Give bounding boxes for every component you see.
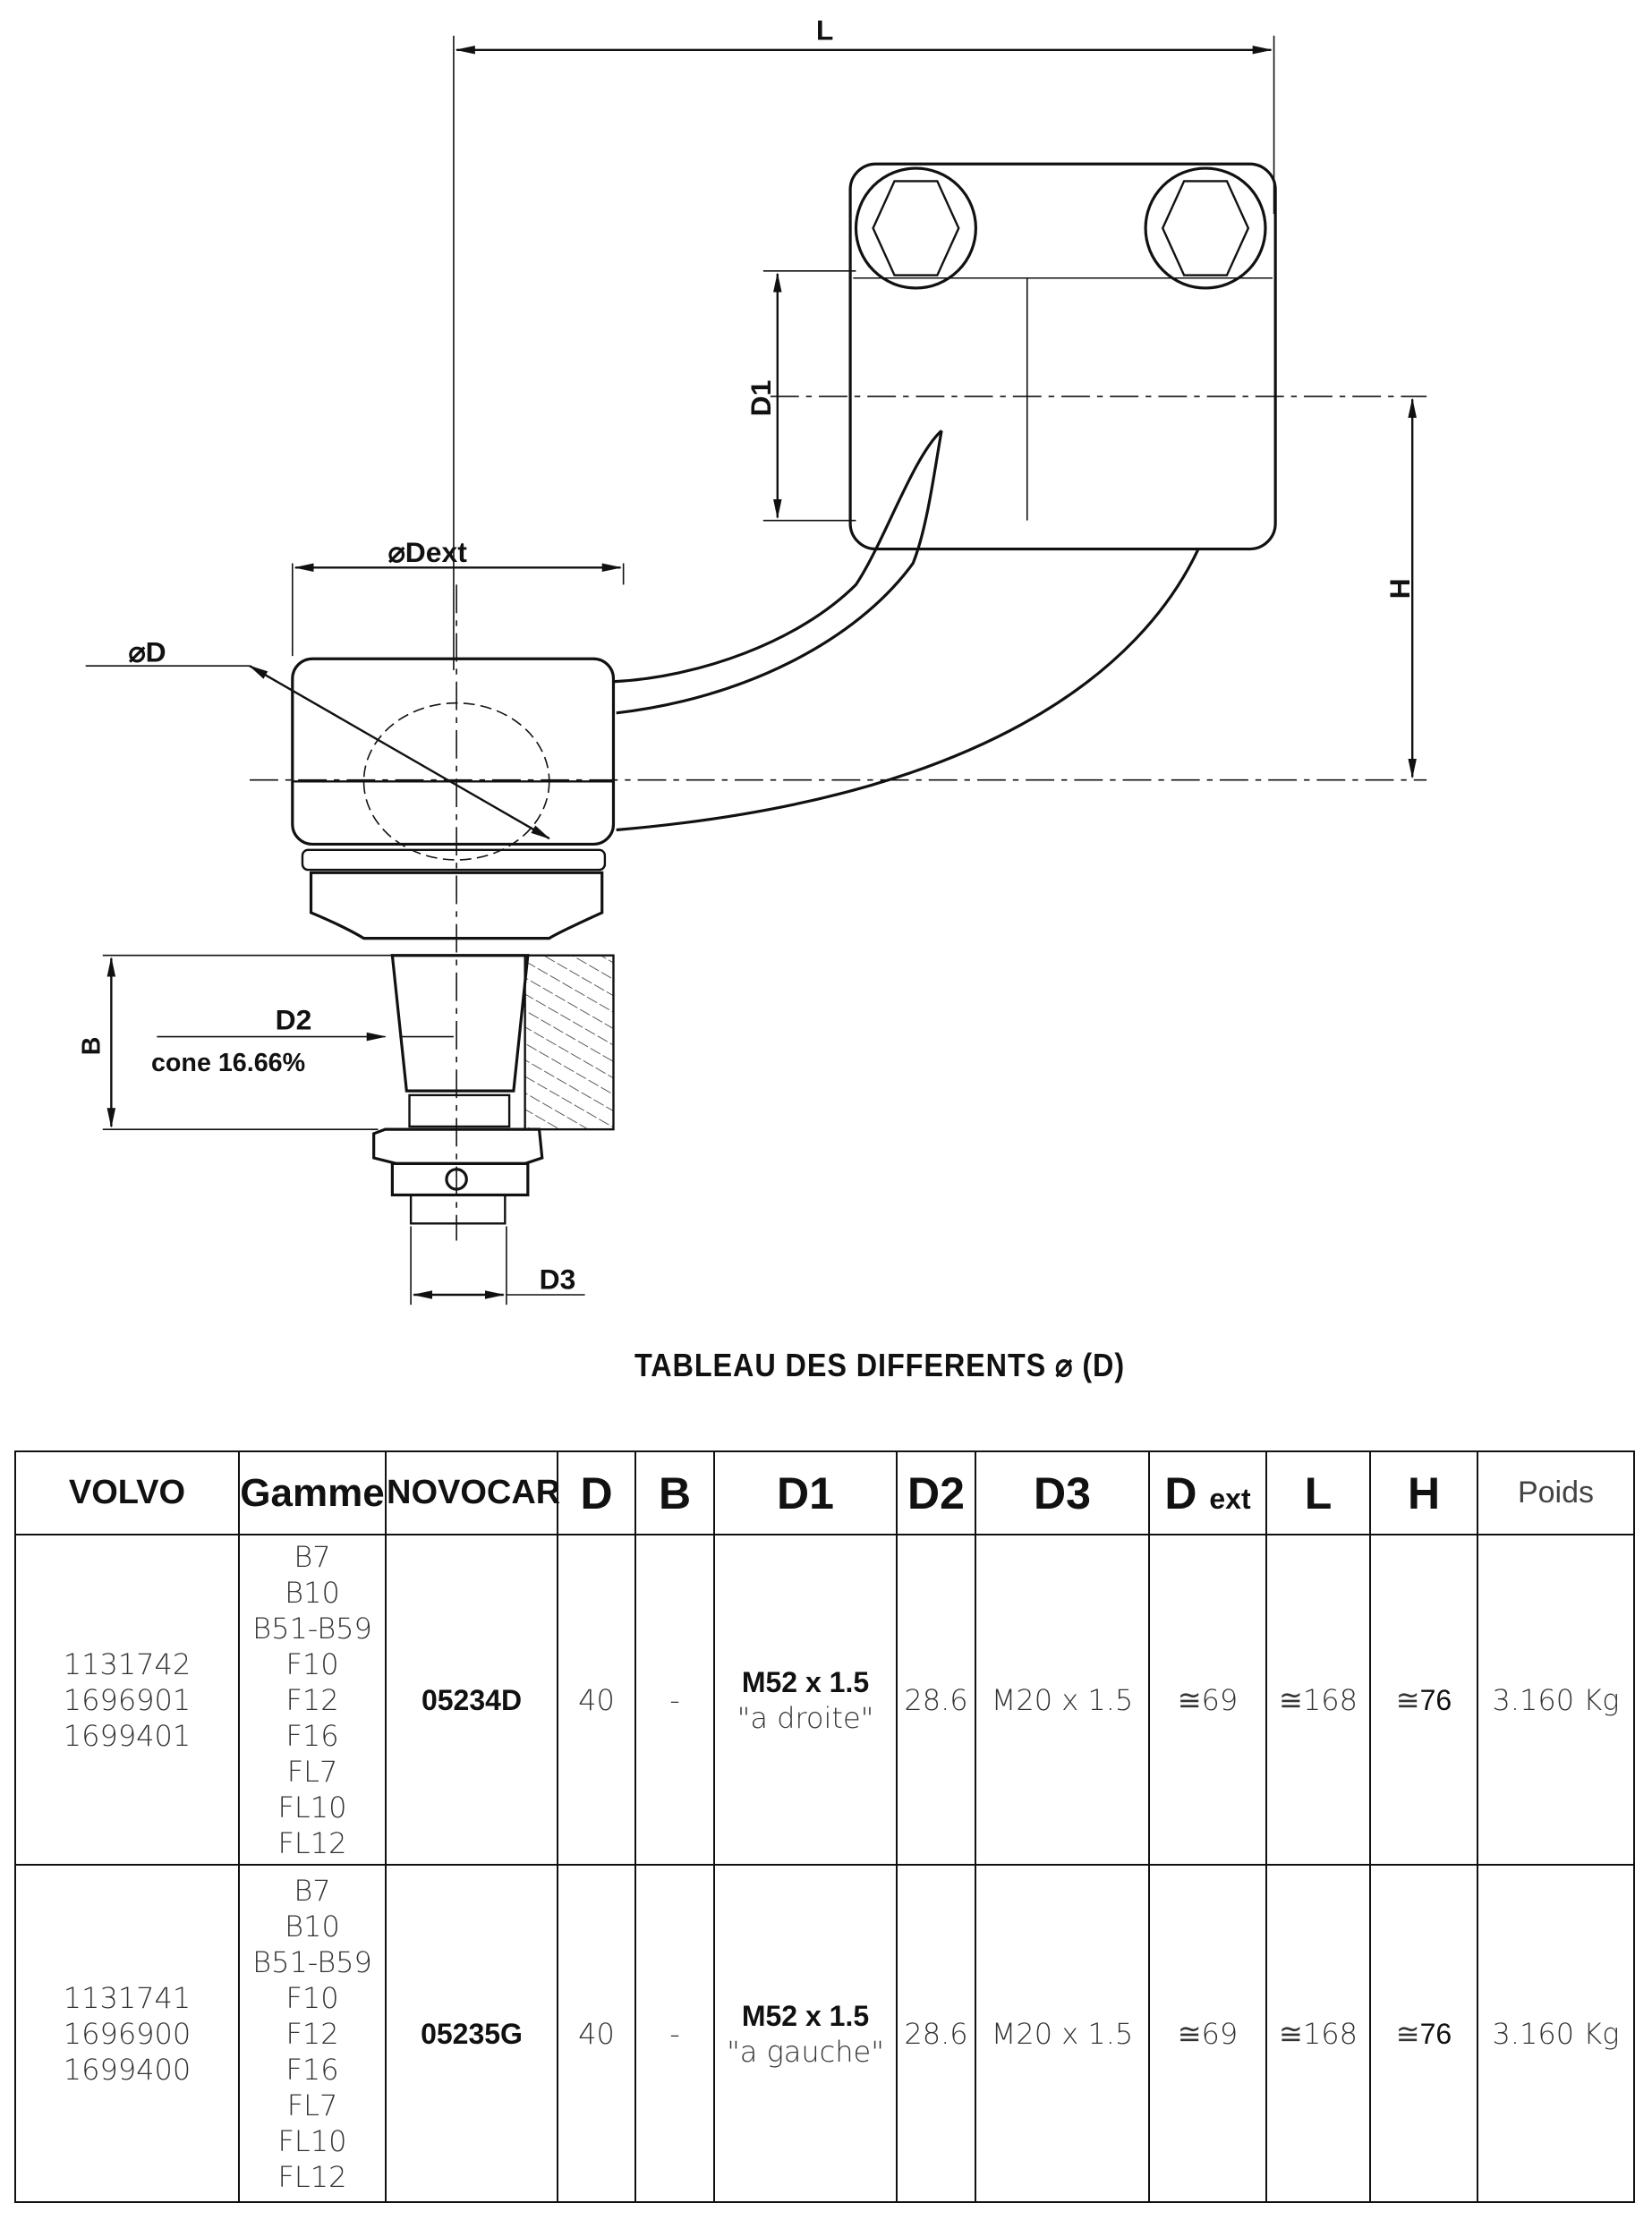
gamme-item: F10 bbox=[285, 1980, 339, 2015]
gamme-item: F16 bbox=[285, 1718, 339, 1753]
gamme-item: B10 bbox=[285, 1575, 340, 1610]
volvo-ref: 1699401 bbox=[63, 1718, 192, 1753]
d2-value: 28.6 bbox=[896, 1534, 976, 1866]
gamme-item: F12 bbox=[285, 1682, 339, 1717]
header-d1: D1 bbox=[713, 1450, 898, 1535]
gamme-item: FL12 bbox=[277, 1825, 347, 1860]
gamme-item: F12 bbox=[285, 2016, 339, 2051]
dext-value: ≅69 bbox=[1148, 1534, 1267, 1866]
gamme-item: FL10 bbox=[277, 2123, 347, 2158]
d1-note: "a droite" bbox=[737, 1700, 874, 1735]
volvo-ref: 1696900 bbox=[63, 2016, 192, 2051]
technical-drawing: L ⌀Dext ⌀D D1 H D2 cone 16.66% B D3 bbox=[78, 14, 1427, 1306]
d1-thread: M52 x 1.5 bbox=[741, 1999, 870, 2032]
h-value: ≅76 bbox=[1369, 1864, 1478, 2203]
volvo-ref: 1131741 bbox=[63, 1980, 192, 2015]
volvo-ref: 1699400 bbox=[63, 2052, 192, 2087]
h-number: 76 bbox=[1419, 1683, 1452, 1716]
l-value: ≅168 bbox=[1265, 1864, 1371, 2203]
table-header-row: VOLVO Gamme NOVOCAR D B D1 D2 D3 D ext L… bbox=[14, 1450, 1635, 1535]
gamme-item: B51-B59 bbox=[252, 1611, 372, 1646]
label-l: L bbox=[816, 14, 833, 47]
gamme-item: B7 bbox=[294, 1539, 331, 1574]
h-value: ≅76 bbox=[1369, 1534, 1478, 1866]
table-title: TABLEAU DES DIFFERENTS ⌀ (D) bbox=[634, 1347, 1126, 1383]
ball-joint-head bbox=[85, 563, 625, 1241]
header-dext-sub: ext bbox=[1209, 1482, 1251, 1515]
gamme-item: FL12 bbox=[277, 2159, 347, 2194]
header-d: D bbox=[557, 1450, 636, 1535]
h-number: 76 bbox=[1419, 2017, 1452, 2050]
header-h: H bbox=[1369, 1450, 1478, 1535]
gamme-item: FL7 bbox=[286, 1754, 338, 1789]
gamme-item: FL10 bbox=[277, 1790, 347, 1824]
gamme-item: B51-B59 bbox=[252, 1944, 372, 1979]
gamme-item: FL7 bbox=[286, 2088, 338, 2122]
dext-value: ≅69 bbox=[1148, 1864, 1267, 2203]
d1-note: "a gauche" bbox=[727, 2034, 884, 2069]
header-d3: D3 bbox=[975, 1450, 1150, 1535]
gamme-item: F10 bbox=[285, 1646, 339, 1681]
label-b: B bbox=[78, 1037, 106, 1056]
approx-symbol: ≅ bbox=[1395, 2016, 1420, 2051]
clamp-body bbox=[762, 162, 1427, 551]
poids-value: 3.160 Kg bbox=[1477, 1534, 1635, 1866]
gamme-item: F16 bbox=[285, 2052, 339, 2087]
volvo-ref: 1696901 bbox=[63, 1682, 192, 1717]
header-dext: D ext bbox=[1148, 1450, 1267, 1535]
b-value: - bbox=[634, 1534, 715, 1866]
d2-value: 28.6 bbox=[896, 1864, 976, 2203]
dimension-l bbox=[453, 35, 1275, 670]
gamme-item: B7 bbox=[294, 1873, 331, 1908]
header-d2: D2 bbox=[896, 1450, 976, 1535]
d1-value: M52 x 1.5"a gauche" bbox=[713, 1864, 898, 2203]
novocar-ref: 05235G bbox=[385, 1864, 558, 2203]
l-value: ≅168 bbox=[1265, 1534, 1371, 1866]
label-d2: D2 bbox=[276, 1004, 312, 1036]
d1-value: M52 x 1.5"a droite" bbox=[713, 1534, 898, 1866]
label-d3: D3 bbox=[540, 1263, 576, 1296]
d-value: 40 bbox=[557, 1534, 636, 1866]
poids-value: 3.160 Kg bbox=[1477, 1864, 1635, 2203]
ball-stud bbox=[102, 954, 615, 1306]
d1-thread: M52 x 1.5 bbox=[741, 1665, 870, 1698]
header-novocar: NOVOCAR bbox=[385, 1450, 560, 1535]
label-cone: cone 16.66% bbox=[151, 1049, 305, 1077]
header-dext-main: D bbox=[1164, 1467, 1197, 1518]
gamme-item: B10 bbox=[285, 1909, 340, 1944]
header-gamme: Gamme bbox=[238, 1450, 387, 1535]
header-poids: Poids bbox=[1477, 1450, 1635, 1535]
label-dext: ⌀Dext bbox=[388, 536, 468, 568]
label-d: ⌀D bbox=[128, 635, 166, 668]
b-value: - bbox=[634, 1864, 715, 2203]
label-d1: D1 bbox=[745, 380, 777, 417]
novocar-ref: 05234D bbox=[385, 1534, 558, 1866]
label-h: H bbox=[1384, 578, 1416, 599]
header-l: L bbox=[1265, 1450, 1371, 1535]
steering-arm bbox=[249, 397, 1427, 832]
d3-value: M20 x 1.5 bbox=[975, 1534, 1150, 1866]
header-b: B bbox=[634, 1450, 715, 1535]
dimensions-table: VOLVO Gamme NOVOCAR D B D1 D2 D3 D ext L… bbox=[14, 1450, 1635, 2203]
d3-value: M20 x 1.5 bbox=[975, 1864, 1150, 2203]
volvo-ref: 1131742 bbox=[63, 1646, 192, 1681]
d-value: 40 bbox=[557, 1864, 636, 2203]
approx-symbol: ≅ bbox=[1395, 1682, 1420, 1717]
header-volvo: VOLVO bbox=[14, 1450, 240, 1535]
